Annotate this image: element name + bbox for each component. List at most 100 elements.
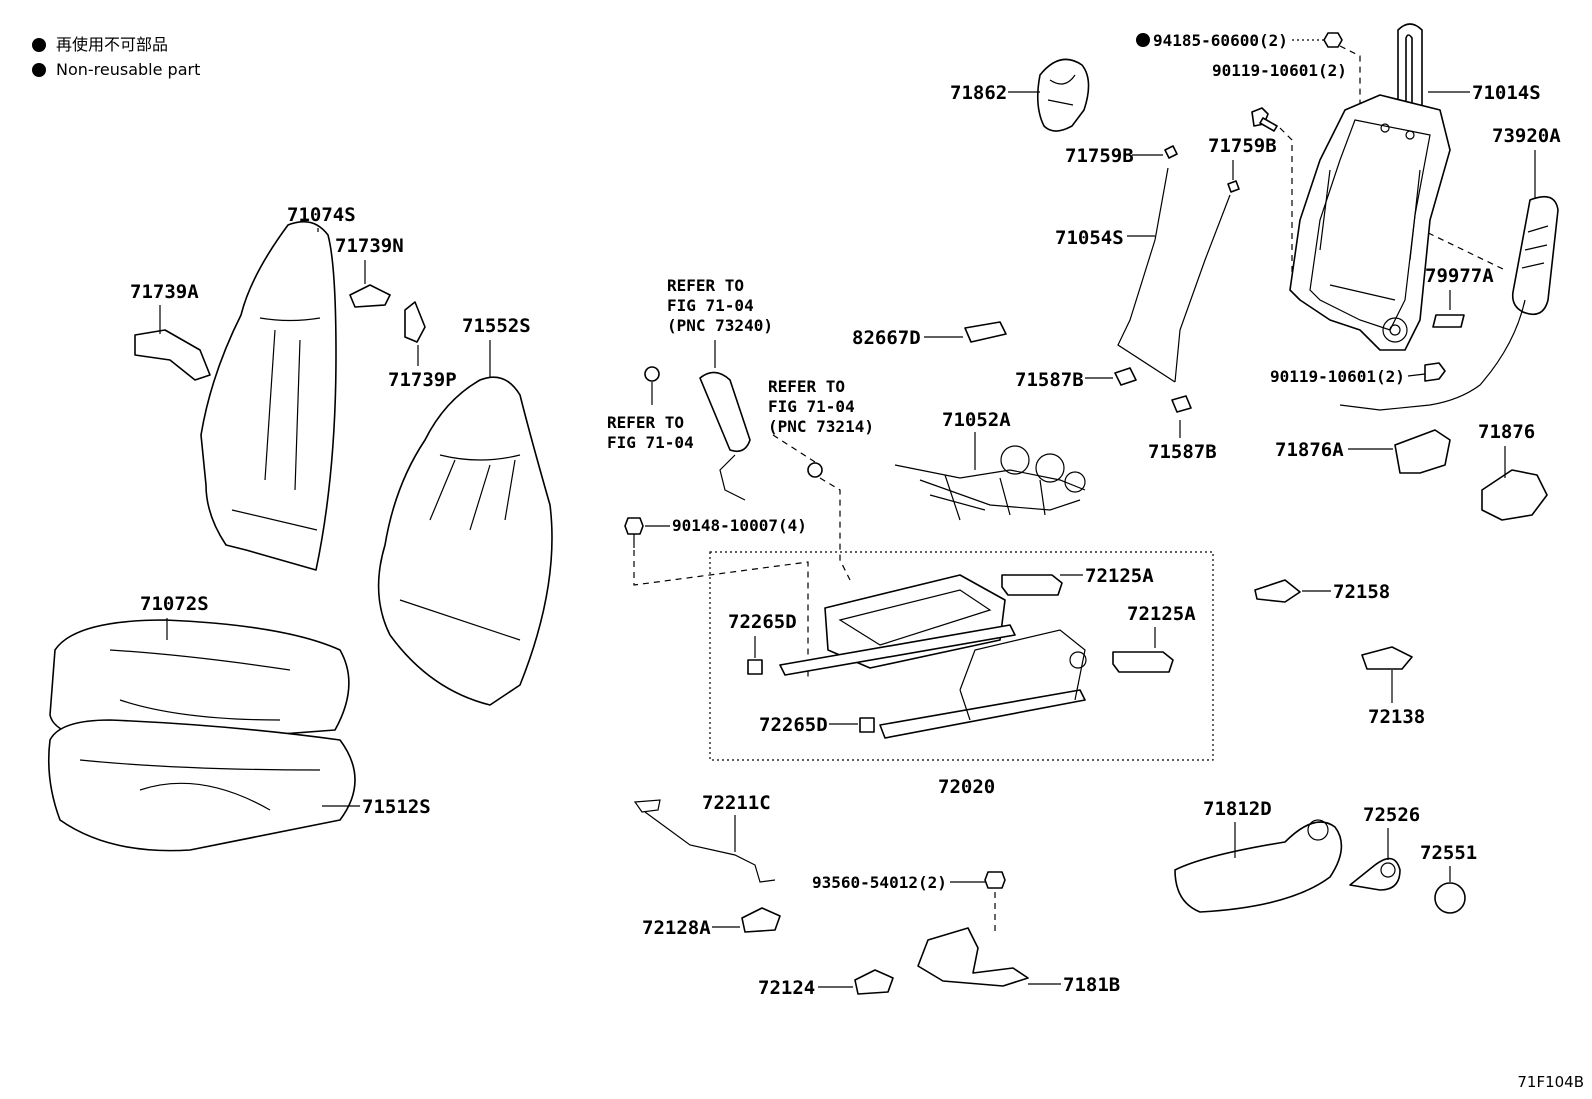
clip-71759B-left-part [1164,145,1178,159]
label-72138: 72138 [1368,706,1425,728]
label-71052A: 71052A [942,409,1011,431]
label-72125A-upper: 72125A [1085,565,1154,587]
label-71072S: 71072S [140,593,209,615]
clip-71587B-a-part [1114,367,1137,386]
buckle-part [699,371,751,453]
label-71587B-a: 71587B [1015,369,1084,391]
label-71552S: 71552S [462,315,531,337]
legend-row-jp: 再使用不可部品 [32,32,200,57]
legend-row-en: Non-reusable part [32,57,200,82]
label-plate-79977A-part [1432,314,1465,328]
label-90148-10007: 90148-10007(4) [672,516,807,535]
legend-text-jp: 再使用不可部品 [56,35,169,54]
non-reusable-dot-icon [32,37,46,52]
label-72265D-lower: 72265D [759,714,828,736]
cover-72138-part [1361,646,1413,670]
label-71759B-right: 71759B [1208,135,1277,157]
clip-71739N-part [349,284,391,308]
label-72020: 72020 [938,776,995,798]
seat-cover-detail [109,649,291,721]
label-72526: 72526 [1363,804,1420,826]
label-94185-60600: 94185-60600(2) [1153,31,1288,50]
label-72551: 72551 [1420,842,1477,864]
dashed-guide-nut [1339,45,1506,271]
label-71812D: 71812D [1203,798,1272,820]
label-71739A: 71739A [130,281,199,303]
label-71876A: 71876A [1275,439,1344,461]
seatback-frame-71014S-part [1289,23,1451,351]
side-shield-hole [1307,819,1329,841]
knob-72526-part [1349,857,1401,891]
label-90119-10601-lower: 90119-10601(2) [1270,367,1405,386]
airbag-harness [1339,299,1526,411]
label-93560-54012: 93560-54012(2) [812,873,947,892]
seatback-pad-71552S-part [377,376,553,706]
label-72125A-lower: 72125A [1127,603,1196,625]
cover-72158-part [1254,579,1301,603]
dashed-guide-bolt-90148 [633,550,809,680]
bolt-shank-upper [1259,117,1278,132]
figure-id: 71F104B [1517,1073,1584,1091]
label-72265D-upper: 72265D [728,611,797,633]
refer-to-fig: REFER TO FIG 71-04 [607,413,694,452]
cap-72551-part [1434,882,1466,914]
motor-72125A-upper-part [1001,574,1063,596]
seat-track-assembly-box [709,551,1214,761]
spring-mat-71052A-part [894,445,1086,521]
bolt-90148-part [624,517,644,535]
dashed-guide-washer [772,434,851,581]
nut-94185-part [1323,32,1343,48]
non-reusable-dot-icon [32,62,46,77]
grommet-part [644,366,660,382]
knob-72526-detail [1380,862,1396,878]
bolt-90119-lower-part [1424,362,1446,382]
side-shield-71812D-part [1174,821,1343,913]
label-82667D: 82667D [852,327,921,349]
cover-71862-detail [1047,74,1076,106]
label-72211C: 72211C [702,792,771,814]
label-71862: 71862 [950,82,1007,104]
seat-pad-detail [79,759,321,811]
cover-72124-part [854,969,894,995]
side-airbag-73920A-part [1511,195,1559,316]
refer-to-73240: REFER TO FIG 71-04 (PNC 73240) [667,276,773,335]
clip-72265D-lower-part [859,717,875,733]
label-71876: 71876 [1478,421,1535,443]
bolt-93560-part [984,871,1006,889]
dashed-guide-bolt-upper [1279,127,1293,290]
washer-part [807,462,823,478]
label-72128A: 72128A [642,917,711,939]
seatback-cover-71074S-part [200,220,337,571]
label-71739N: 71739N [335,235,404,257]
clip-71759B-right-part [1227,180,1240,193]
buckle-harness [719,454,746,501]
cover-72128A-part [741,907,781,933]
motor-72125A-lower-part [1112,651,1174,673]
seat-track-72020-part [779,574,1087,739]
label-71014S: 71014S [1472,82,1541,104]
clip-71739P-part [404,301,426,343]
legend-text-en: Non-reusable part [56,60,201,79]
label-90119-10601-upper: 90119-10601(2) [1212,61,1347,80]
label-71739P: 71739P [388,369,457,391]
legend: 再使用不可部品 Non-reusable part [32,32,200,82]
clip-72265D-upper-part [747,659,763,675]
label-72124: 72124 [758,977,815,999]
label-71759B-left: 71759B [1065,145,1134,167]
rod-72211C-part [633,799,776,883]
label-71512S: 71512S [362,796,431,818]
label-71074S: 71074S [287,204,356,226]
label-7181B: 7181B [1063,974,1120,996]
cover-71862-part [1036,58,1090,132]
refer-to-73214: REFER TO FIG 71-04 (PNC 73214) [768,377,874,436]
label-79977A: 79977A [1425,265,1494,287]
bracket-7181B-part [917,927,1029,987]
bracket-71876A-part [1394,429,1451,474]
label-72158: 72158 [1333,581,1390,603]
non-reusable-dot-icon [1136,33,1150,47]
leader-90119-lower [1407,373,1426,377]
clip-71587B-b-part [1171,395,1192,413]
label-71054S: 71054S [1055,227,1124,249]
bracket-71739A-part [134,329,211,381]
